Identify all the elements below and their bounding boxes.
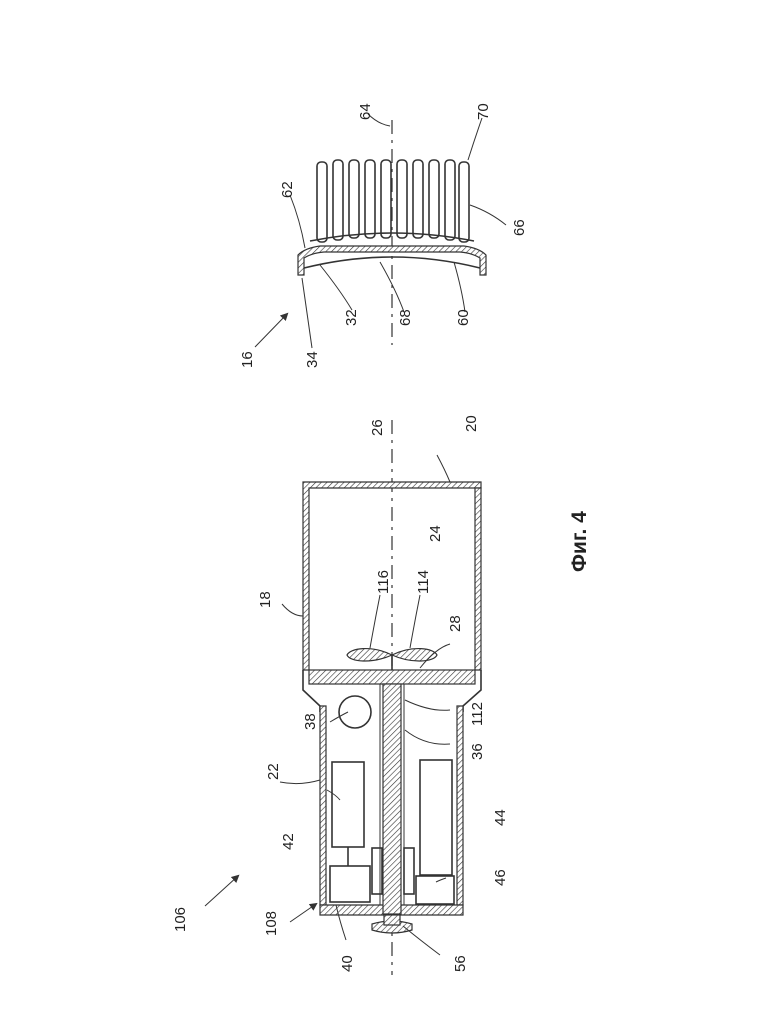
label-116: 116 — [375, 570, 392, 594]
label-36: 36 — [469, 743, 486, 760]
handle-wall-left — [320, 706, 326, 905]
label-18: 18 — [257, 591, 274, 608]
label-32: 32 — [343, 309, 360, 326]
label-42: 42 — [280, 833, 297, 850]
label-64: 64 — [357, 103, 374, 120]
label-34: 34 — [304, 351, 321, 368]
label-114: 114 — [415, 570, 432, 594]
handle-wall-right — [457, 706, 463, 905]
label-40: 40 — [339, 955, 356, 972]
label-106: 106 — [172, 907, 189, 932]
label-62: 62 — [279, 181, 296, 198]
component-42 — [332, 762, 364, 847]
label-108: 108 — [263, 911, 280, 936]
label-112: 112 — [469, 702, 486, 726]
divider-plate — [309, 670, 475, 684]
label-38: 38 — [302, 713, 319, 730]
label-24: 24 — [427, 525, 444, 542]
head-housing-wall-right — [475, 488, 481, 670]
propeller-blade-116 — [347, 649, 392, 661]
drive-shaft — [383, 684, 401, 914]
component-40 — [330, 866, 370, 902]
label-60: 60 — [455, 309, 472, 326]
device-body — [303, 420, 481, 975]
label-44: 44 — [492, 809, 509, 826]
label-56: 56 — [452, 955, 469, 972]
label-26: 26 — [369, 419, 386, 436]
label-28: 28 — [447, 615, 464, 632]
label-16: 16 — [239, 351, 256, 368]
bearing-block-right — [404, 848, 414, 894]
label-66: 66 — [511, 219, 528, 236]
component-44 — [420, 760, 452, 875]
label-20: 20 — [463, 415, 480, 432]
label-22: 22 — [265, 763, 282, 780]
label-70: 70 — [475, 103, 492, 120]
label-46: 46 — [492, 869, 509, 886]
figure-caption: Фиг. 4 — [568, 511, 591, 572]
label-68: 68 — [397, 309, 414, 326]
sensor-38 — [339, 696, 371, 728]
propeller-blade-114 — [392, 649, 437, 661]
bristles-70 — [317, 160, 469, 242]
component-46 — [416, 876, 454, 904]
